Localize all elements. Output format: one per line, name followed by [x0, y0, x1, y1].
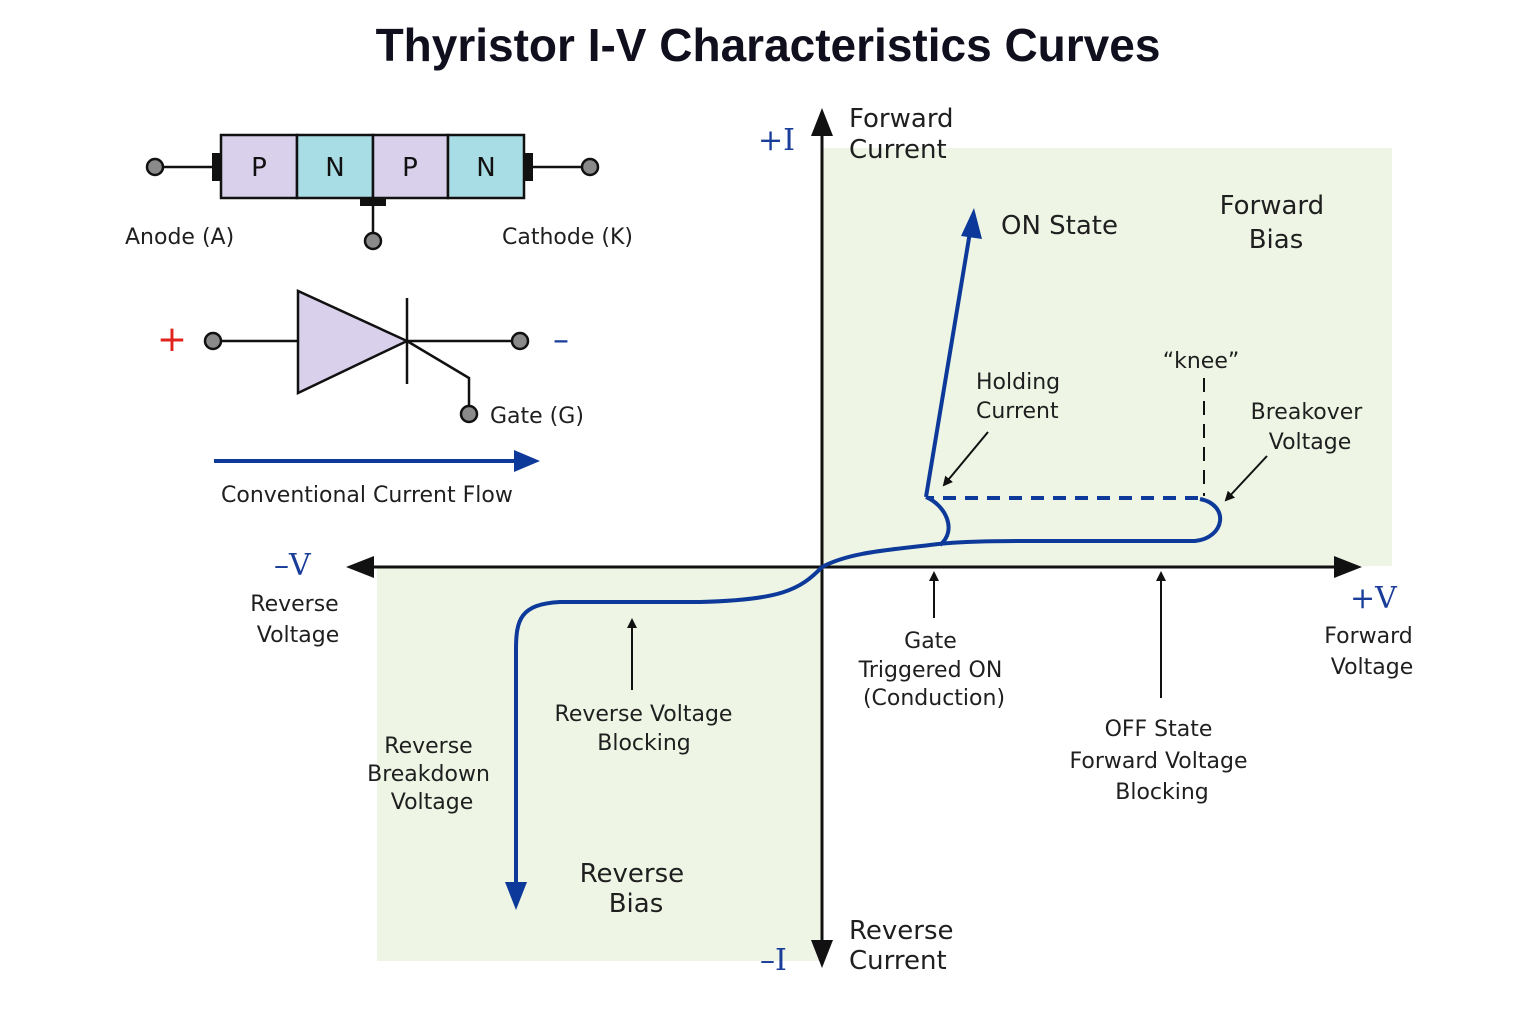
scr-symbol	[203, 289, 530, 424]
forward-voltage-label: Forward Voltage	[1324, 624, 1419, 680]
diode-triangle	[296, 289, 410, 395]
on-state-arrowhead	[961, 208, 982, 239]
neg-i-label: –I	[760, 943, 787, 978]
layer-n2	[446, 133, 526, 200]
symbol-gate-terminal	[459, 404, 479, 424]
reverse-blocking-label: Reverse Voltage Blocking	[555, 702, 740, 756]
gate-triggered-label: Gate Triggered ON (Conduction)	[858, 629, 1010, 711]
current-flow-label: Conventional Current Flow	[221, 483, 513, 508]
on-state-label: ON State	[1001, 211, 1118, 241]
y-axis-down-arrow	[811, 940, 833, 968]
pnpn-structure: P N P N	[145, 133, 600, 251]
layer-p2	[371, 133, 450, 200]
reverse-bias-label: Reverse Bias	[580, 859, 693, 919]
forward-bias-label: Forward Bias	[1220, 191, 1333, 255]
knee-label: “knee”	[1163, 349, 1240, 374]
reverse-voltage-label: Reverse Voltage	[250, 592, 345, 648]
x-axis-left-arrow	[346, 556, 374, 578]
reverse-breakdown-arrowhead	[505, 882, 527, 910]
page-title: Thyristor I-V Characteristics Curves	[375, 19, 1161, 71]
current-flow-arrowhead	[514, 450, 540, 472]
on-state-line	[924, 231, 972, 498]
holding-current-pointer	[942, 431, 989, 487]
cathode-terminal	[580, 157, 600, 177]
gate-label: Gate (G)	[490, 404, 584, 429]
plus-sign: +	[157, 319, 187, 360]
breakover-voltage-label: Breakover Voltage	[1251, 400, 1370, 455]
pos-i-label: +I	[758, 123, 795, 158]
minus-sign: –	[553, 320, 569, 358]
neg-v-label: –V	[274, 548, 312, 583]
y-axis-up-arrow	[811, 108, 833, 136]
layer-p1-label: P	[251, 153, 267, 183]
reverse-current-label: Reverse Current	[849, 916, 962, 976]
symbol-anode-terminal	[203, 331, 223, 351]
iv-curve-forward	[821, 497, 1222, 569]
layer-p2-label: P	[402, 153, 418, 183]
breakover-pointer	[1224, 455, 1268, 502]
structure-gate-terminal	[363, 231, 383, 251]
cathode-label: Cathode (K)	[502, 225, 633, 250]
layer-n1-label: N	[325, 153, 344, 183]
pos-v-label: +V	[1350, 581, 1398, 616]
iv-curve-return	[925, 495, 951, 547]
anode-terminal	[145, 157, 165, 177]
x-axis-right-arrow	[1334, 556, 1362, 578]
forward-current-label: Forward Current	[849, 104, 962, 165]
iv-curve-reverse	[514, 565, 824, 885]
symbol-cathode-terminal	[510, 331, 530, 351]
holding-current-label: Holding Current	[976, 370, 1067, 424]
layer-n2-label: N	[476, 153, 495, 183]
reverse-breakdown-label: Reverse Breakdown Voltage	[367, 734, 497, 815]
anode-label: Anode (A)	[125, 225, 234, 250]
reverse-bias-region	[377, 568, 822, 961]
off-state-label: OFF State Forward Voltage Blocking	[1070, 717, 1255, 805]
